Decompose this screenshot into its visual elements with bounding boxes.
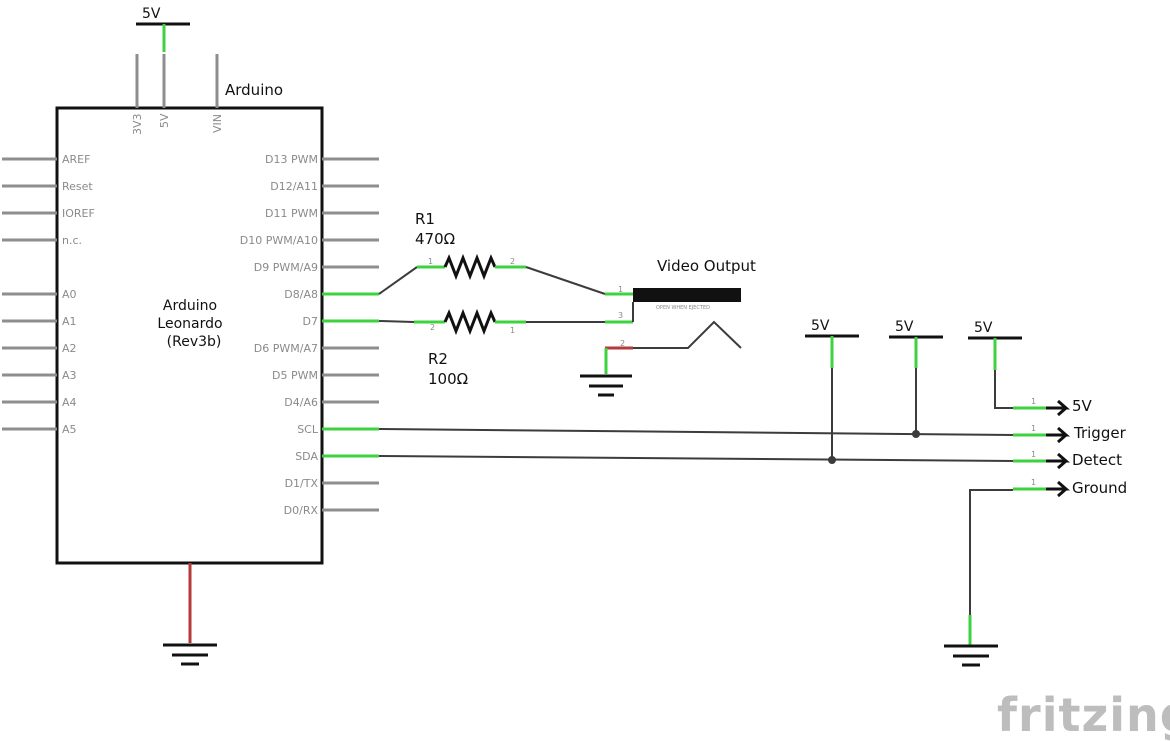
pin-label-d12: D12/A11 (270, 180, 318, 193)
pin-label-d11: D11 PWM (265, 207, 318, 220)
pin-label-reset: Reset (62, 180, 93, 193)
r2-pin-right: 1 (510, 326, 515, 335)
pin-label-d9: D9 PWM/A9 (254, 261, 318, 274)
pin-label-d0: D0/RX (284, 504, 319, 517)
pin-label-vin: VIN (211, 114, 224, 133)
r2-resistor (443, 308, 497, 336)
output-ground-pin: 1 (1031, 478, 1036, 487)
pin-label-a3: A3 (62, 369, 77, 382)
r1-pin-left: 1 (428, 257, 433, 266)
pin-label-ioref: IOREF (62, 207, 95, 220)
supply-5v-label-b: 5V (895, 319, 914, 335)
right-pins (322, 157, 379, 512)
arduino-name-line-2: Leonardo (157, 316, 222, 332)
wire-r1-video (525, 266, 606, 295)
video-pin1-label: 1 (618, 285, 623, 294)
pin-label-scl: SCL (297, 423, 319, 436)
pin-label-d13: D13 PWM (265, 153, 318, 166)
wire-ground-output (969, 489, 1013, 615)
output-ground-label: Ground (1072, 479, 1127, 497)
video-contact (633, 320, 742, 349)
output-5v-label: 5V (1072, 397, 1093, 415)
output-5v (1013, 399, 1070, 417)
supply-5v-label-a: 5V (811, 318, 830, 334)
pin-label-a2: A2 (62, 342, 77, 355)
r2-pin-left: 2 (430, 323, 435, 332)
output-trigger-label: Trigger (1073, 424, 1127, 442)
supply-5v-c (968, 336, 1022, 409)
pin-label-aref: AREF (62, 153, 90, 166)
ground-symbol-video (580, 374, 632, 397)
pin-label-d5: D5 PWM (272, 369, 318, 382)
pin-label-a0: A0 (62, 288, 77, 301)
wire-d8-r1 (378, 266, 418, 295)
arduino-part-title: Arduino (225, 81, 283, 99)
output-detect-label: Detect (1072, 451, 1122, 469)
pin-label-a5: A5 (62, 423, 77, 436)
pin-label-3v3: 3V3 (131, 113, 144, 135)
output-trigger (1013, 426, 1070, 444)
wire-sda-detect (378, 455, 1015, 462)
left-pins-top (2, 157, 57, 242)
pin-label-sda: SDA (295, 450, 318, 463)
r2-value: 100Ω (428, 370, 468, 388)
junction-detect (828, 456, 836, 464)
r1-pin-right: 2 (510, 257, 515, 266)
r1-name: R1 (415, 210, 435, 228)
pin-label-a1: A1 (62, 315, 77, 328)
junction-trigger (912, 430, 920, 438)
supply-5v-a (805, 334, 859, 460)
pin-label-a4: A4 (62, 396, 77, 409)
wire-d7-r2 (378, 320, 415, 323)
pin-label-5v: 5V (158, 113, 171, 128)
left-pins-analog (2, 292, 57, 431)
ground-symbol-arduino (163, 643, 217, 666)
output-trigger-pin: 1 (1031, 424, 1036, 433)
video-jack-body (633, 288, 741, 302)
output-ground (1013, 480, 1070, 498)
ground-symbol-right (944, 644, 998, 667)
arduino-name-line-1: Arduino (163, 298, 217, 314)
pin-label-d6: D6 PWM/A7 (254, 342, 318, 355)
pin-label-d4: D4/A6 (284, 396, 318, 409)
video-output-title: Video Output (657, 257, 756, 275)
video-pin2-label: 2 (620, 339, 625, 348)
pin-label-d1: D1/TX (285, 477, 319, 490)
supply-5v-label-c: 5V (974, 320, 993, 336)
video-tiny-text: OPEN WHEN EJECTED (656, 305, 710, 311)
r2-name: R2 (428, 350, 448, 368)
arduino-name-line-3: (Rev3b) (167, 334, 222, 350)
pin-label-nc: n.c. (62, 234, 82, 247)
supply-5v-label-top: 5V (142, 6, 161, 22)
output-detect-pin: 1 (1031, 450, 1036, 459)
r1-resistor (443, 253, 497, 281)
r1-value: 470Ω (415, 230, 455, 248)
fritzing-logo: fritzing (997, 688, 1170, 741)
pin-label-d10: D10 PWM/A10 (240, 234, 318, 247)
output-detect (1013, 452, 1070, 470)
supply-5v-b (889, 335, 943, 434)
output-5v-pin: 1 (1031, 397, 1036, 406)
video-pin3-label: 3 (618, 311, 623, 320)
pin-label-d7: D7 (303, 315, 318, 328)
pin-label-d8: D8/A8 (284, 288, 318, 301)
wire-scl-trigger (378, 428, 1015, 436)
